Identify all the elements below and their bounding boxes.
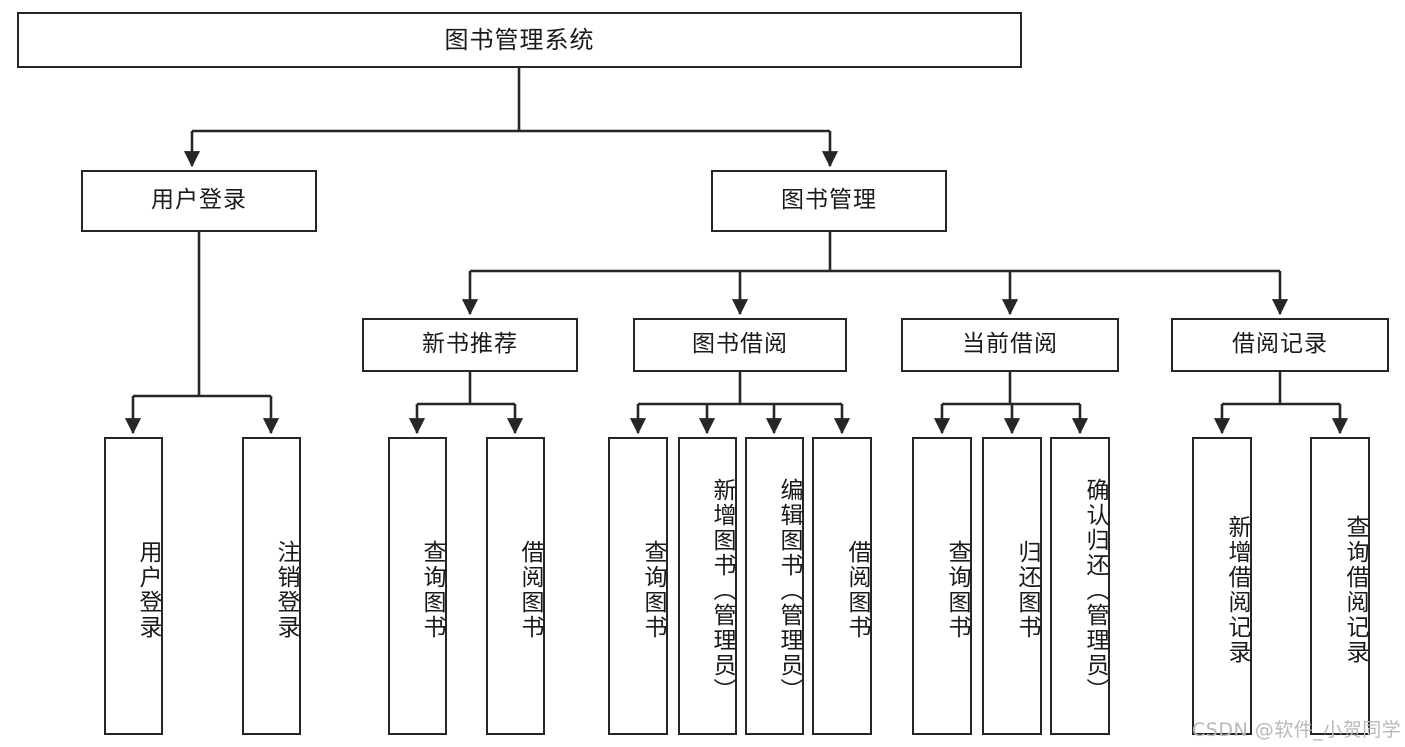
node-label: 编辑图书（管理员） (776, 477, 802, 703)
node-label: 查询图书 (640, 540, 666, 640)
node-book-borrow[interactable]: 图书借阅 (633, 318, 847, 372)
node-leaf-add-book-admin[interactable]: 新增图书（管理员） (678, 437, 737, 735)
node-leaf-query-book-borrow[interactable]: 查询图书 (608, 437, 668, 735)
node-label: 用户登录 (151, 187, 247, 214)
node-current-borrow[interactable]: 当前借阅 (901, 318, 1119, 372)
node-label: 新书推荐 (422, 331, 518, 358)
node-leaf-confirm-return-admin[interactable]: 确认归还（管理员） (1050, 437, 1110, 735)
node-label: 图书管理系统 (444, 25, 595, 54)
node-label: 图书借阅 (692, 331, 788, 358)
node-label: 借阅图书 (517, 540, 543, 640)
csdn-watermark: CSDN @软件_小贺同学 (1192, 719, 1402, 741)
node-leaf-query-book-recommend[interactable]: 查询图书 (388, 437, 447, 735)
node-new-book-recommend[interactable]: 新书推荐 (362, 318, 578, 372)
node-label: 新增借阅记录 (1224, 515, 1250, 665)
node-label: 查询借阅记录 (1342, 515, 1368, 665)
node-leaf-borrow-book-recommend[interactable]: 借阅图书 (486, 437, 545, 735)
node-label: 查询图书 (944, 540, 970, 640)
node-label: 确认归还（管理员） (1082, 477, 1108, 703)
node-label: 归还图书 (1014, 540, 1040, 640)
node-root-system[interactable]: 图书管理系统 (17, 12, 1022, 68)
node-user-login[interactable]: 用户登录 (81, 170, 317, 232)
node-label: 图书管理 (781, 187, 877, 214)
node-leaf-add-borrow-record[interactable]: 新增借阅记录 (1192, 437, 1252, 735)
node-label: 查询图书 (419, 540, 445, 640)
node-borrow-record[interactable]: 借阅记录 (1171, 318, 1389, 372)
node-leaf-user-login[interactable]: 用户登录 (104, 437, 163, 735)
node-label: 新增图书（管理员） (709, 477, 735, 703)
node-leaf-return-book[interactable]: 归还图书 (982, 437, 1042, 735)
node-label: 用户登录 (135, 540, 161, 640)
node-leaf-borrow-book[interactable]: 借阅图书 (812, 437, 872, 735)
node-leaf-query-borrow-record[interactable]: 查询借阅记录 (1310, 437, 1370, 735)
node-label: 借阅图书 (844, 540, 870, 640)
node-label: 借阅记录 (1232, 331, 1328, 358)
node-leaf-user-logout[interactable]: 注销登录 (242, 437, 301, 735)
node-label: 注销登录 (273, 540, 299, 640)
node-label: 当前借阅 (962, 331, 1058, 358)
node-book-management[interactable]: 图书管理 (711, 170, 947, 232)
node-leaf-edit-book-admin[interactable]: 编辑图书（管理员） (745, 437, 804, 735)
node-leaf-query-book-current[interactable]: 查询图书 (912, 437, 972, 735)
